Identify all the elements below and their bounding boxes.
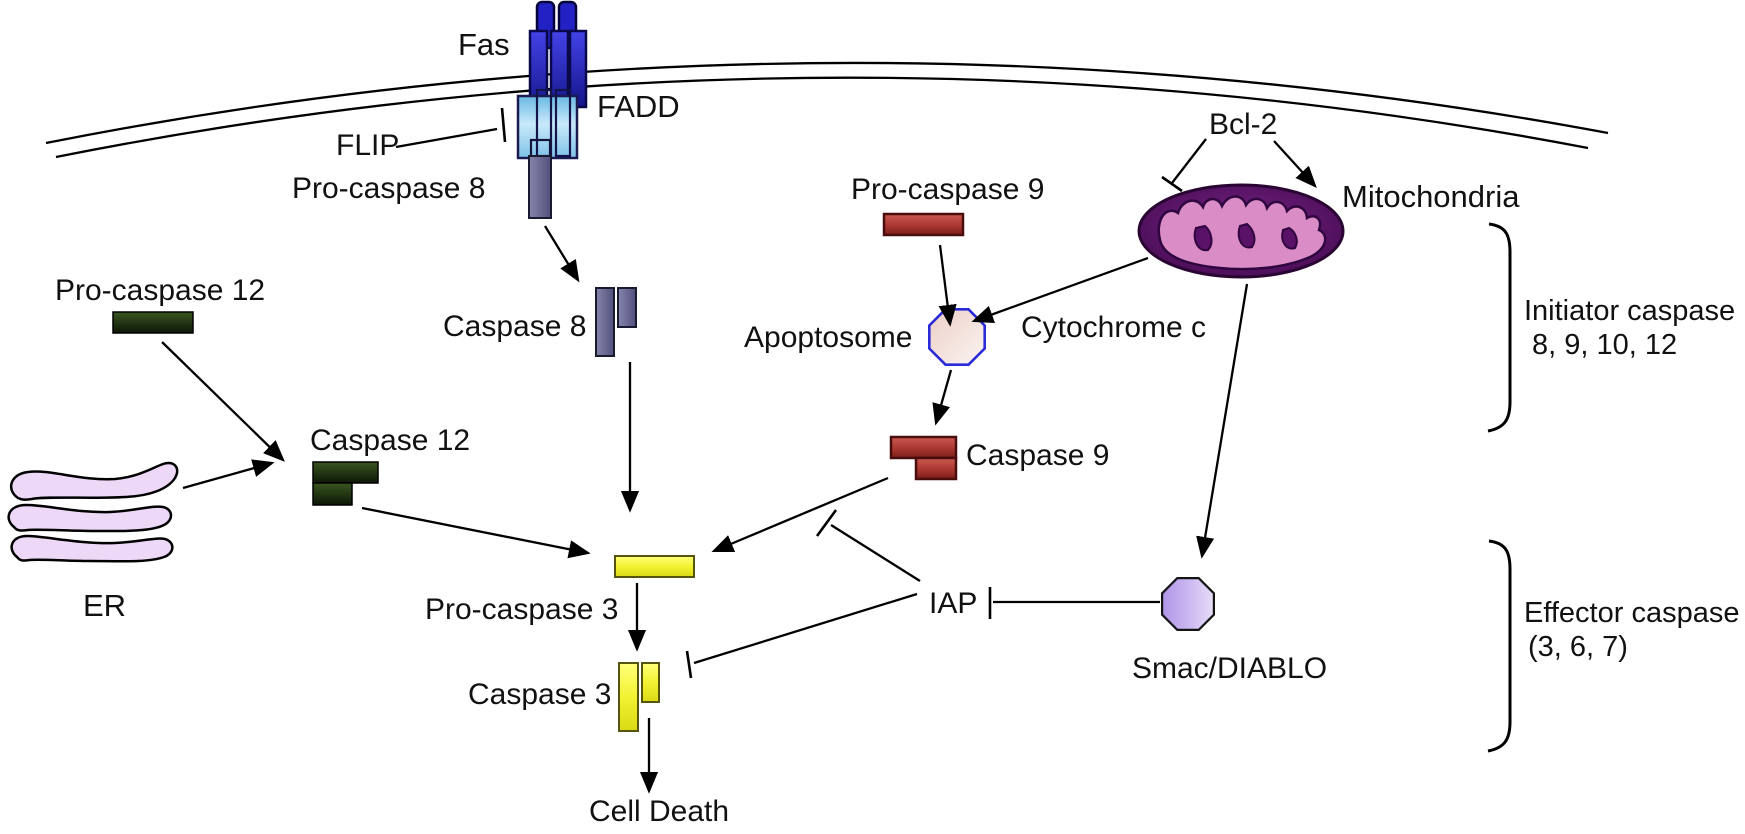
label-initiator-caspases-line1: Initiator caspase — [1524, 295, 1735, 327]
label-flip: FLIP — [336, 129, 399, 162]
membrane-outer-line — [45, 61, 1609, 145]
label-bcl-2: Bcl-2 — [1209, 108, 1277, 141]
arrow-cytochrome-c-to-apoptosome — [971, 256, 1149, 324]
tbar-line-iap-to-caspase9-arrow — [830, 524, 921, 582]
label-fas: Fas — [458, 27, 510, 62]
label-er: ER — [83, 588, 126, 623]
caspase-12-bar-long — [312, 461, 379, 484]
label-pro-caspase-9: Pro-caspase 9 — [851, 173, 1044, 206]
label-caspase-12: Caspase 12 — [310, 424, 470, 457]
label-effector-caspases-line1: Effector caspase — [1524, 597, 1739, 629]
tbar-tick-flip — [500, 107, 507, 143]
caspase-9-bar-short — [914, 456, 958, 481]
mitochondria-crista-1 — [1193, 224, 1213, 252]
er-fold-bottom — [10, 534, 174, 563]
label-cell-death: Cell Death — [589, 795, 729, 828]
label-effector-caspases-line2: (3, 6, 7) — [1528, 631, 1628, 663]
caspase-9-bar-long — [889, 435, 958, 460]
mitochondria-crista-3 — [1281, 226, 1298, 250]
tbar-tick-iap-caspase9 — [815, 509, 838, 537]
pro-caspase-12-bar — [112, 311, 194, 334]
caspase-12-shape — [312, 461, 379, 506]
pro-caspase-9-bar — [882, 212, 965, 237]
initiator-caspases-bracket — [1487, 222, 1512, 433]
tbar-tick-bcl2 — [1161, 175, 1183, 193]
pro-caspase-3-bar — [614, 555, 695, 578]
label-caspase-8: Caspase 8 — [443, 310, 586, 343]
arrow-apoptosome-to-caspase9 — [932, 369, 953, 426]
label-pro-caspase-8: Pro-caspase 8 — [292, 172, 485, 205]
caspase-12-bar-short — [312, 482, 353, 506]
caspase-8-bar-short — [617, 287, 637, 328]
label-pro-caspase-3: Pro-caspase 3 — [425, 593, 618, 626]
activation-arrows — [161, 140, 1317, 794]
label-initiator-caspases-line2: 8, 9, 10, 12 — [1532, 329, 1677, 361]
inhibition-lines — [395, 107, 1207, 679]
arrow-procaspase12-to-caspase12 — [161, 341, 285, 462]
arrow-er-to-caspase12 — [182, 459, 275, 490]
tbar-tick-iap-caspase3 — [685, 650, 693, 679]
effector-caspases-bracket — [1487, 539, 1512, 753]
pro-caspase-8-bar — [528, 155, 552, 219]
mitochondria-shape — [1137, 183, 1345, 279]
arrow-procaspase9-to-apoptosome — [938, 244, 957, 327]
caspase-3-shape — [618, 662, 660, 732]
er-fold-middle — [7, 503, 173, 533]
mitochondria-crista-2 — [1237, 222, 1256, 249]
caspase-8-bar-long — [595, 287, 615, 357]
caspase-3-bar-short — [641, 662, 660, 703]
er-organelle-shape — [7, 461, 179, 563]
membrane-inner-line — [55, 76, 1589, 159]
fas-tail-2 — [554, 88, 572, 158]
arrow-mitochondria-to-smac — [1196, 283, 1249, 559]
caspase-3-bar-long — [618, 662, 639, 732]
caspase-8-shape — [595, 287, 637, 357]
label-fadd: FADD — [597, 89, 680, 124]
arrow-procaspase8-to-caspase8 — [544, 225, 580, 283]
caspase-9-shape — [889, 435, 958, 481]
apoptosome-octagon — [927, 307, 987, 367]
cell-membrane — [45, 61, 1609, 159]
arrow-caspase9-to-procaspase3 — [711, 476, 889, 553]
er-fold-top — [9, 461, 179, 501]
tbar-line-flip-to-fadd — [395, 127, 498, 149]
label-mitochondria: Mitochondria — [1342, 179, 1520, 214]
label-pro-caspase-12: Pro-caspase 12 — [55, 274, 265, 307]
label-caspase-3: Caspase 3 — [468, 678, 611, 711]
label-iap: IAP — [929, 587, 977, 620]
tbar-line-bcl2-to-mitochondria — [1171, 138, 1207, 184]
label-apoptosome: Apoptosome — [744, 321, 912, 354]
arrow-caspase12-to-procaspase3 — [361, 506, 591, 559]
fas-fadd-complex — [516, 0, 588, 219]
label-caspase-9: Caspase 9 — [966, 439, 1109, 472]
fadd-adaptor-box — [516, 94, 579, 160]
label-smac-diablo: Smac/DIABLO — [1132, 652, 1327, 685]
arrow-bcl2-to-mitochondria — [1273, 140, 1317, 189]
label-cytochrome-c: Cytochrome c — [1021, 311, 1206, 344]
smac-diablo-octagon — [1160, 576, 1216, 632]
tbar-line-iap-to-caspase3 — [693, 592, 918, 665]
